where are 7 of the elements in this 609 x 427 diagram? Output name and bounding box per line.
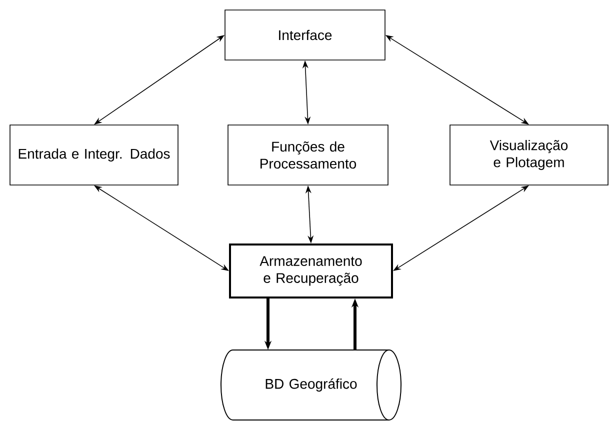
database-cylinder: BD Geográfico (220, 350, 402, 420)
node-label: BD Geográfico (266, 378, 357, 392)
process-box: Interface (224, 10, 386, 60)
storage-box: Armazenamento e Recuperação (229, 244, 393, 298)
process-box: Entrada e Integr. Dados (10, 124, 178, 186)
process-box: Visualização e Plotagem (450, 124, 608, 186)
process-box: Funções de Processamento (228, 124, 388, 186)
